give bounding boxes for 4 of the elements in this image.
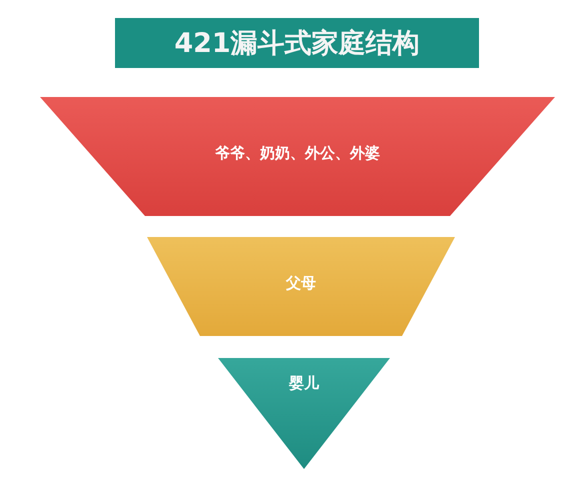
layer-label: 爷爷、奶奶、外公、外婆	[215, 144, 380, 163]
diagram-title: 421漏斗式家庭结构	[174, 27, 420, 61]
layer-label: 父母	[286, 274, 316, 293]
layer-label: 婴儿	[289, 374, 319, 393]
